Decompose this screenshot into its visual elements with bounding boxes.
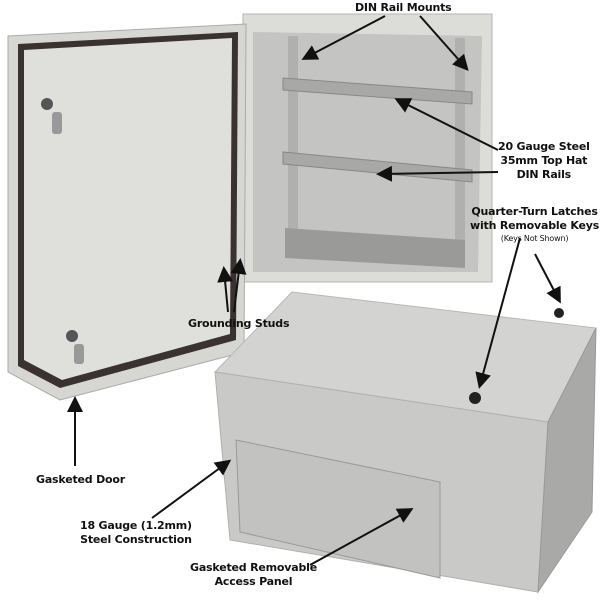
access-panel-line-1: Gasketed Removable bbox=[190, 561, 317, 574]
din-rails-line-2: 35mm Top Hat bbox=[500, 154, 588, 167]
din-rail-mounts-label: DIN Rail Mounts bbox=[355, 1, 452, 14]
din-rail-mount-left bbox=[288, 36, 298, 256]
quarter-turn-latch bbox=[469, 392, 481, 404]
din-rail-mount-right bbox=[455, 38, 465, 260]
closed-enclosure bbox=[213, 291, 597, 594]
access-panel-line-2: Access Panel bbox=[214, 575, 293, 588]
construction-line-1: 18 Gauge (1.2mm) bbox=[80, 519, 192, 532]
construction-line-2: Steel Construction bbox=[80, 533, 192, 546]
latches-line-1: Quarter-Turn Latches bbox=[471, 205, 598, 218]
din-rail-top bbox=[282, 77, 473, 105]
din-rails-line-3: DIN Rails bbox=[516, 168, 572, 181]
quarter-turn-latch bbox=[554, 308, 564, 318]
access-panel-label: Gasketed Removable Access Panel bbox=[190, 561, 317, 589]
din-rails-label: 20 Gauge Steel 35mm Top Hat DIN Rails bbox=[498, 140, 590, 182]
latches-note: (Keys Not Shown) bbox=[500, 234, 569, 243]
door-latch-top bbox=[41, 98, 53, 110]
door-latch-bottom bbox=[66, 330, 78, 342]
grounding-studs-label: Grounding Studs bbox=[188, 317, 290, 330]
gasketed-door-label: Gasketed Door bbox=[36, 473, 125, 486]
open-enclosure bbox=[7, 13, 493, 401]
callout-arrows bbox=[67, 15, 561, 566]
latches-label: Quarter-Turn Latches with Removable Keys… bbox=[470, 205, 599, 244]
din-rails-line-1: 20 Gauge Steel bbox=[498, 140, 590, 153]
latches-line-2: with Removable Keys bbox=[470, 219, 600, 232]
bottom-gland-plate bbox=[285, 228, 465, 268]
access-panel bbox=[235, 439, 441, 579]
construction-label: 18 Gauge (1.2mm) Steel Construction bbox=[80, 519, 192, 547]
